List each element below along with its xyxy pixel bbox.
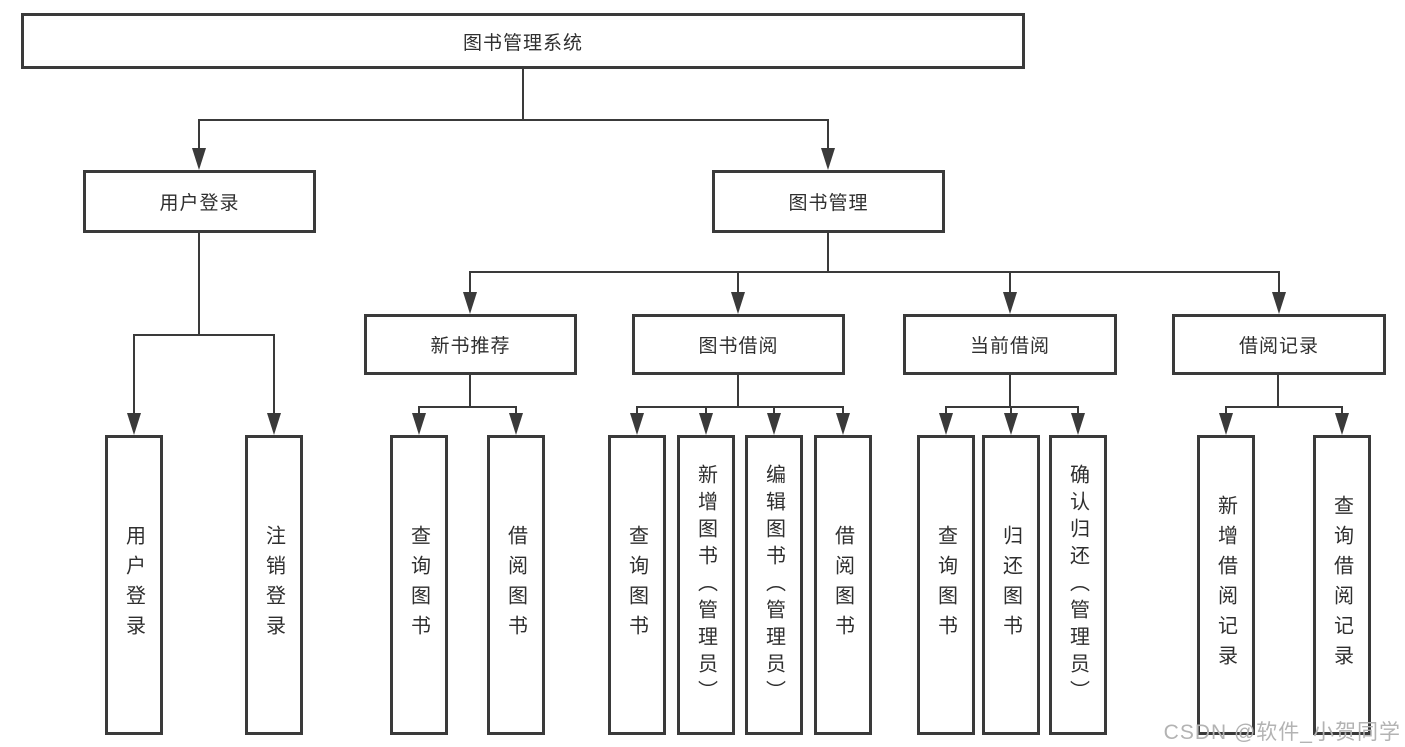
node-leaf-borrowing-edit-books-admin: 编辑图书（管理员） — [745, 435, 803, 735]
connector-stem — [1077, 406, 1079, 414]
node-leaf-records-query-record-label: 查询借阅记录 — [1330, 495, 1353, 675]
connector-stem — [418, 406, 420, 414]
connector-stem — [469, 271, 471, 293]
connector-stem — [1341, 406, 1343, 414]
arrow-down-icon — [412, 413, 426, 435]
connector-hline — [199, 119, 829, 121]
node-leaf-recommend-borrow-books-label: 借阅图书 — [504, 525, 527, 645]
connector-hline — [1225, 406, 1343, 408]
connector-vline — [469, 375, 471, 407]
connector-hline — [945, 406, 1079, 408]
node-current-borrowing: 当前借阅 — [903, 314, 1117, 375]
arrow-down-icon — [192, 148, 206, 170]
connector-stem — [133, 334, 135, 413]
node-user-login-branch-label: 用户登录 — [159, 193, 240, 214]
arrow-down-icon — [1003, 292, 1017, 314]
node-leaf-borrowing-edit-books-admin-label: 编辑图书（管理员） — [762, 463, 785, 707]
node-leaf-user-login: 用户登录 — [105, 435, 163, 735]
node-leaf-records-query-record: 查询借阅记录 — [1313, 435, 1371, 735]
node-leaf-user-login-label: 用户登录 — [122, 525, 145, 645]
arrow-down-icon — [267, 413, 281, 435]
node-root: 图书管理系统 — [21, 13, 1025, 69]
node-borrowing-records: 借阅记录 — [1172, 314, 1386, 375]
connector-stem — [705, 406, 707, 414]
node-current-borrowing-label: 当前借阅 — [969, 336, 1050, 357]
connector-vline — [522, 69, 524, 119]
arrow-down-icon — [1071, 413, 1085, 435]
node-book-borrowing-label: 图书借阅 — [698, 336, 779, 357]
connector-stem — [1010, 406, 1012, 414]
connector-vline — [1277, 375, 1279, 407]
arrow-down-icon — [731, 292, 745, 314]
node-leaf-borrowing-borrow-books: 借阅图书 — [814, 435, 872, 735]
arrow-down-icon — [821, 148, 835, 170]
node-book-management: 图书管理 — [712, 170, 945, 233]
arrow-down-icon — [1335, 413, 1349, 435]
arrow-down-icon — [767, 413, 781, 435]
arrow-down-icon — [463, 292, 477, 314]
connector-hline — [133, 334, 275, 336]
node-new-book-recommend: 新书推荐 — [364, 314, 577, 375]
node-borrowing-records-label: 借阅记录 — [1238, 336, 1319, 357]
node-root-label: 图书管理系统 — [462, 32, 583, 54]
connector-stem — [198, 119, 200, 150]
node-book-borrowing: 图书借阅 — [632, 314, 845, 375]
arrow-down-icon — [1219, 413, 1233, 435]
node-book-management-label: 图书管理 — [788, 193, 869, 214]
connector-hline — [636, 406, 844, 408]
arrow-down-icon — [127, 413, 141, 435]
node-leaf-logout: 注销登录 — [245, 435, 303, 735]
connector-stem — [827, 119, 829, 150]
connector-stem — [737, 271, 739, 293]
node-leaf-borrowing-query-books: 查询图书 — [608, 435, 666, 735]
node-leaf-records-add-record: 新增借阅记录 — [1197, 435, 1255, 735]
connector-stem — [945, 406, 947, 414]
arrow-down-icon — [699, 413, 713, 435]
node-leaf-logout-label: 注销登录 — [262, 525, 285, 645]
connector-vline — [198, 233, 200, 335]
node-leaf-current-query-books-label: 查询图书 — [934, 525, 957, 645]
arrow-down-icon — [836, 413, 850, 435]
arrow-down-icon — [939, 413, 953, 435]
node-leaf-current-confirm-return-admin-label: 确认归还（管理员） — [1066, 463, 1089, 707]
node-leaf-current-return-books: 归还图书 — [982, 435, 1040, 735]
arrow-down-icon — [630, 413, 644, 435]
connector-stem — [273, 334, 275, 413]
connector-stem — [1225, 406, 1227, 414]
node-leaf-borrowing-add-books-admin: 新增图书（管理员） — [677, 435, 735, 735]
connector-vline — [737, 375, 739, 407]
node-leaf-current-query-books: 查询图书 — [917, 435, 975, 735]
node-leaf-records-add-record-label: 新增借阅记录 — [1214, 495, 1237, 675]
watermark: CSDN @软件_小贺同学 — [1163, 721, 1401, 744]
connector-vline — [1009, 375, 1011, 407]
node-leaf-borrowing-add-books-admin-label: 新增图书（管理员） — [694, 463, 717, 707]
node-leaf-recommend-query-books-label: 查询图书 — [407, 525, 430, 645]
node-leaf-borrowing-query-books-label: 查询图书 — [625, 525, 648, 645]
node-leaf-borrowing-borrow-books-label: 借阅图书 — [831, 525, 854, 645]
arrow-down-icon — [1004, 413, 1018, 435]
node-leaf-recommend-borrow-books: 借阅图书 — [487, 435, 545, 735]
arrow-down-icon — [509, 413, 523, 435]
connector-stem — [515, 406, 517, 414]
arrow-down-icon — [1272, 292, 1286, 314]
node-leaf-current-confirm-return-admin: 确认归还（管理员） — [1049, 435, 1107, 735]
connector-stem — [1009, 271, 1011, 293]
connector-vline — [827, 233, 829, 272]
connector-stem — [636, 406, 638, 414]
connector-hline — [469, 271, 1280, 273]
connector-hline — [418, 406, 517, 408]
node-leaf-recommend-query-books: 查询图书 — [390, 435, 448, 735]
node-user-login-branch: 用户登录 — [83, 170, 316, 233]
connector-stem — [1278, 271, 1280, 293]
node-new-book-recommend-label: 新书推荐 — [430, 336, 511, 357]
connector-stem — [773, 406, 775, 414]
node-leaf-current-return-books-label: 归还图书 — [999, 525, 1022, 645]
connector-stem — [842, 406, 844, 414]
